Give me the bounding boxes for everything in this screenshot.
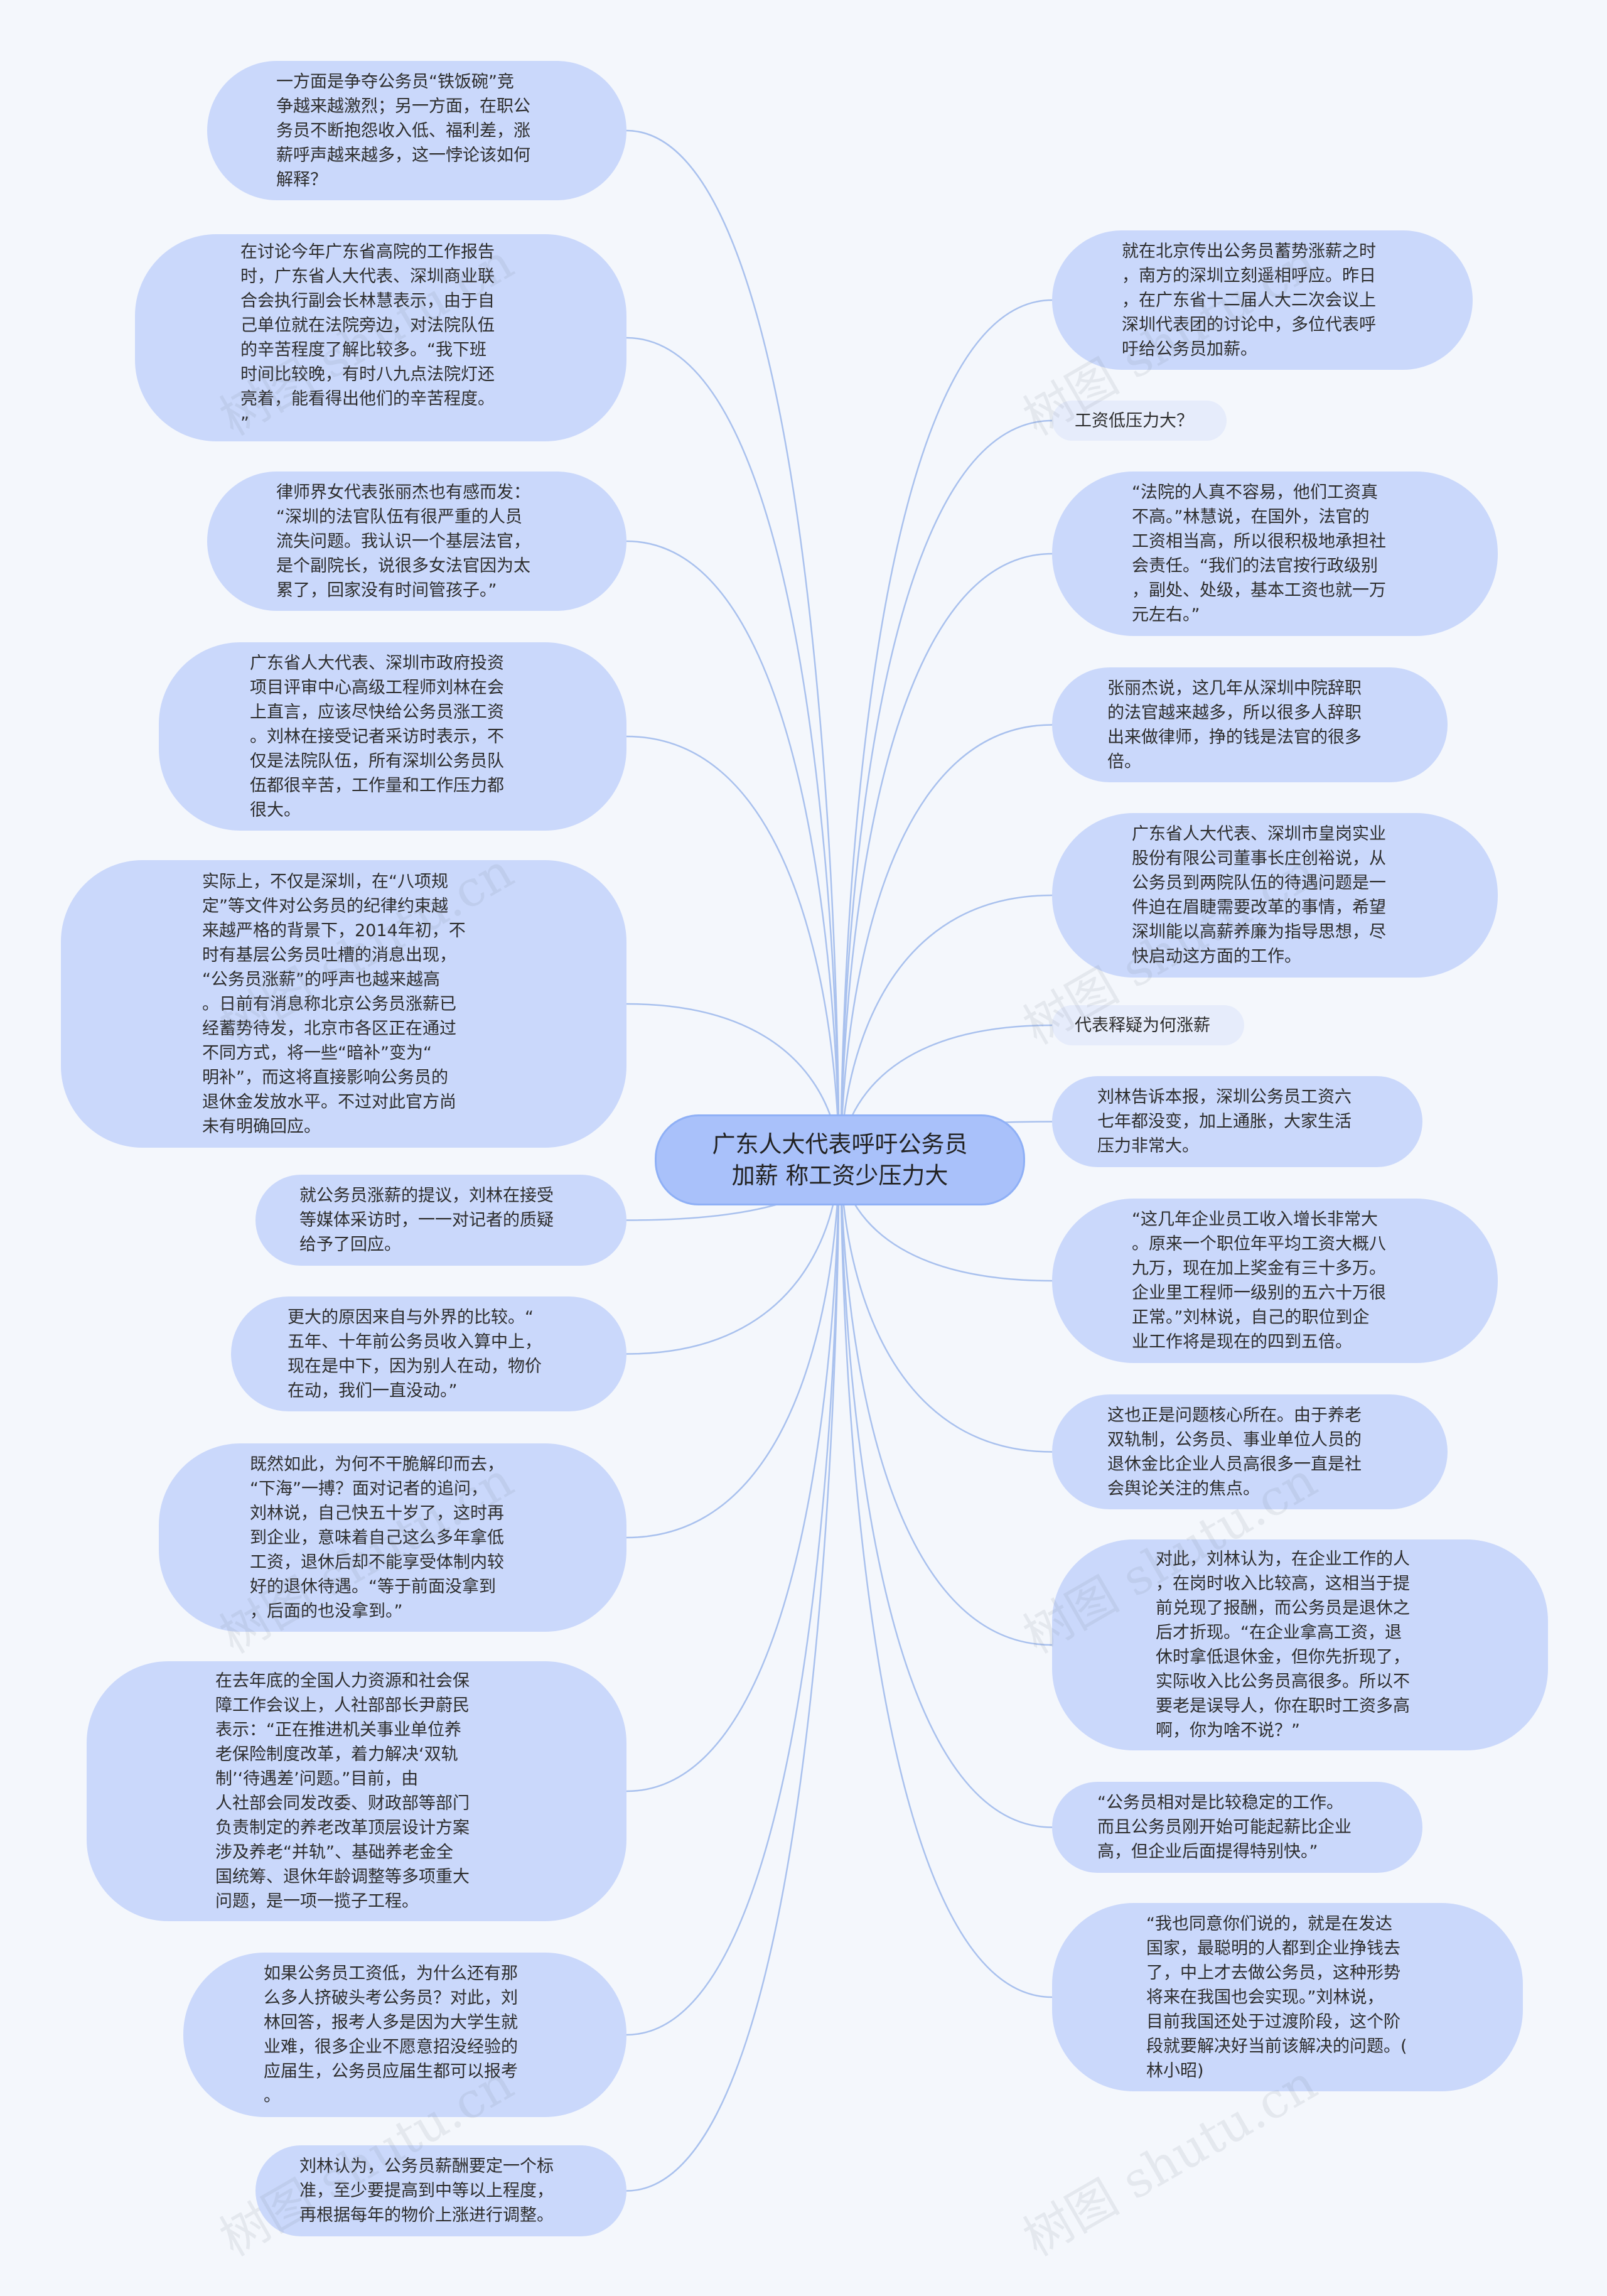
topic-node-text: 既然如此，为何不干脆解印而去， “下海”一搏？面对记者的追问， 刘林说，自己快五…	[250, 1454, 504, 1621]
topic-node-right-5[interactable]: 广东省人大代表、深圳市皇岗实业 股份有限公司董事长庄创裕说，从 公务员到两院队伍…	[1052, 813, 1498, 978]
topic-node-text: 广东省人大代表、深圳市皇岗实业 股份有限公司董事长庄创裕说，从 公务员到两院队伍…	[1132, 824, 1386, 966]
topic-node-right-11[interactable]: “公务员相对是比较稳定的工作。 而且公务员刚开始可能起薪比企业 高，但企业后面提…	[1052, 1782, 1422, 1873]
topic-node-left-6[interactable]: 就公务员涨薪的提议，刘林在接受 等媒体采访时，一一对记者的质疑 给予了回应。	[255, 1175, 626, 1266]
topic-node-text: 就公务员涨薪的提议，刘林在接受 等媒体采访时，一一对记者的质疑 给予了回应。	[299, 1186, 554, 1254]
branch-label-text: 代表释疑为何涨薪	[1075, 1015, 1210, 1035]
topic-node-text: 刘林告诉本报，深圳公务员工资六 七年都没变，加上通胀，大家生活 压力非常大。	[1097, 1087, 1352, 1156]
topic-node-left-3[interactable]: 律师界女代表张丽杰也有感而发： “深圳的法官队伍有很严重的人员 流失问题。我认识…	[207, 472, 626, 611]
topic-node-text: 实际上，不仅是深圳，在“八项规 定”等文件对公务员的纪律约束越 来越严格的背景下…	[202, 871, 466, 1136]
connector-line-15	[840, 724, 1053, 1161]
connector-line-21	[840, 1159, 1053, 1646]
connector-line-9	[626, 1159, 840, 1792]
topic-node-text: “法院的人真不容易，他们工资真 不高。”林慧说，在国外，法官的 工资相当高，所以…	[1132, 483, 1386, 625]
topic-node-text: 就在北京传出公务员蓄势涨薪之时 ，南方的深圳立刻遥相呼应。昨日 ，在广东省十二届…	[1122, 241, 1376, 359]
topic-node-left-8[interactable]: 既然如此，为何不干脆解印而去， “下海”一搏？面对记者的追问， 刘林说，自己快五…	[159, 1443, 626, 1632]
topic-node-left-7[interactable]: 更大的原因来自与外界的比较。“ 五年、十年前公务员收入算中上， 现在是中下，因为…	[231, 1296, 626, 1411]
topic-node-left-9[interactable]: 在去年底的全国人力资源和社会保 障工作会议上，人社部部长尹蔚民 表示：“正在推进…	[87, 1661, 626, 1921]
topic-node-right-4[interactable]: 张丽杰说，这几年从深圳中院辞职 的法官越来越多，所以很多人辞职 出来做律师，挣的…	[1052, 667, 1448, 782]
connector-line-10	[626, 1159, 840, 2036]
connector-line-13	[840, 419, 1053, 1161]
branch-label-explain-raise[interactable]: 代表释疑为何涨薪	[1052, 1005, 1244, 1045]
topic-node-right-8[interactable]: “这几年企业员工收入增长非常大 。原来一个职位年平均工资大概八 九万，现在加上奖…	[1052, 1199, 1498, 1363]
topic-node-text: 刘林认为，公务员薪酬要定一个标 准，至少要提高到中等以上程度， 再根据每年的物价…	[299, 2157, 554, 2225]
connector-line-4	[626, 735, 840, 1161]
topic-node-right-3[interactable]: “法院的人真不容易，他们工资真 不高。”林慧说，在国外，法官的 工资相当高，所以…	[1052, 472, 1498, 636]
topic-node-text: 更大的原因来自与外界的比较。“ 五年、十年前公务员收入算中上， 现在是中下，因为…	[288, 1307, 542, 1401]
connector-line-11	[626, 1159, 840, 2192]
topic-node-left-10[interactable]: 如果公务员工资低，为什么还有那 么多人挤破头考公务员？对此，刘 林回答，报考人多…	[183, 1953, 626, 2117]
topic-node-right-7[interactable]: 刘林告诉本报，深圳公务员工资六 七年都没变，加上通胀，大家生活 压力非常大。	[1052, 1076, 1422, 1167]
connector-line-8	[626, 1159, 840, 1539]
topic-node-text: 这也正是问题核心所在。由于养老 双轨制，公务员、事业单位人员的 退休金比企业人员…	[1107, 1405, 1362, 1499]
topic-node-left-5[interactable]: 实际上，不仅是深圳，在“八项规 定”等文件对公务员的纪律约束越 来越严格的背景下…	[61, 860, 626, 1148]
branch-label-low-wage[interactable]: 工资低压力大？	[1052, 401, 1227, 441]
topic-node-left-1[interactable]: 一方面是争夺公务员“铁饭碗”竞 争越来越激烈；另一方面，在职公 务员不断抱怨收入…	[207, 61, 626, 200]
topic-node-text: 张丽杰说，这几年从深圳中院辞职 的法官越来越多，所以很多人辞职 出来做律师，挣的…	[1107, 678, 1362, 772]
topic-node-text: “公务员相对是比较稳定的工作。 而且公务员刚开始可能起薪比企业 高，但企业后面提…	[1097, 1793, 1352, 1862]
topic-node-text: “我也同意你们说的，就是在发达 国家，最聪明的人都到企业挣钱去 了，中上才去做公…	[1146, 1914, 1407, 2081]
branch-label-text: 工资低压力大？	[1075, 411, 1193, 431]
connector-line-2	[626, 337, 840, 1161]
connector-line-12	[840, 299, 1053, 1161]
topic-node-text: 如果公务员工资低，为什么还有那 么多人挤破头考公务员？对此，刘 林回答，报考人多…	[264, 1964, 518, 2106]
topic-node-right-12[interactable]: “我也同意你们说的，就是在发达 国家，最聪明的人都到企业挣钱去 了，中上才去做公…	[1052, 1903, 1523, 2091]
root-topic[interactable]: 广东人大代表呼吁公务员 加薪 称工资少压力大	[655, 1114, 1025, 1205]
connector-line-14	[840, 552, 1053, 1161]
topic-node-right-9[interactable]: 这也正是问题核心所在。由于养老 双轨制，公务员、事业单位人员的 退休金比企业人员…	[1052, 1394, 1448, 1509]
topic-node-text: 在讨论今年广东省高院的工作报告 时，广东省人大代表、深圳商业联 合会执行副会长林…	[240, 242, 495, 433]
connector-line-23	[840, 1159, 1053, 1998]
topic-node-text: 一方面是争夺公务员“铁饭碗”竞 争越来越激烈；另一方面，在职公 务员不断抱怨收入…	[276, 72, 530, 190]
connector-line-3	[626, 540, 840, 1161]
topic-node-text: “这几年企业员工收入增长非常大 。原来一个职位年平均工资大概八 九万，现在加上奖…	[1132, 1210, 1386, 1352]
topic-node-left-2[interactable]: 在讨论今年广东省高院的工作报告 时，广东省人大代表、深圳商业联 合会执行副会长林…	[135, 234, 626, 441]
topic-node-text: 律师界女代表张丽杰也有感而发： “深圳的法官队伍有很严重的人员 流失问题。我认识…	[276, 482, 530, 600]
topic-node-text: 在去年底的全国人力资源和社会保 障工作会议上，人社部部长尹蔚民 表示：“正在推进…	[215, 1671, 470, 1911]
root-topic-text: 广东人大代表呼吁公务员 加薪 称工资少压力大	[712, 1130, 968, 1189]
topic-node-text: 对此，刘林认为，在企业工作的人 ，在岗时收入比较高，这相当于提 前兑现了报酬，而…	[1156, 1550, 1410, 1740]
connector-line-22	[840, 1159, 1053, 1828]
topic-node-right-1[interactable]: 就在北京传出公务员蓄势涨薪之时 ，南方的深圳立刻遥相呼应。昨日 ，在广东省十二届…	[1052, 230, 1473, 370]
topic-node-text: 广东省人大代表、深圳市政府投资 项目评审中心高级工程师刘林在会 上直言，应该尽快…	[250, 653, 504, 820]
topic-node-left-4[interactable]: 广东省人大代表、深圳市政府投资 项目评审中心高级工程师刘林在会 上直言，应该尽快…	[159, 642, 626, 831]
topic-node-right-10[interactable]: 对此，刘林认为，在企业工作的人 ，在岗时收入比较高，这相当于提 前兑现了报酬，而…	[1052, 1539, 1548, 1750]
topic-node-left-11[interactable]: 刘林认为，公务员薪酬要定一个标 准，至少要提高到中等以上程度， 再根据每年的物价…	[255, 2145, 626, 2236]
